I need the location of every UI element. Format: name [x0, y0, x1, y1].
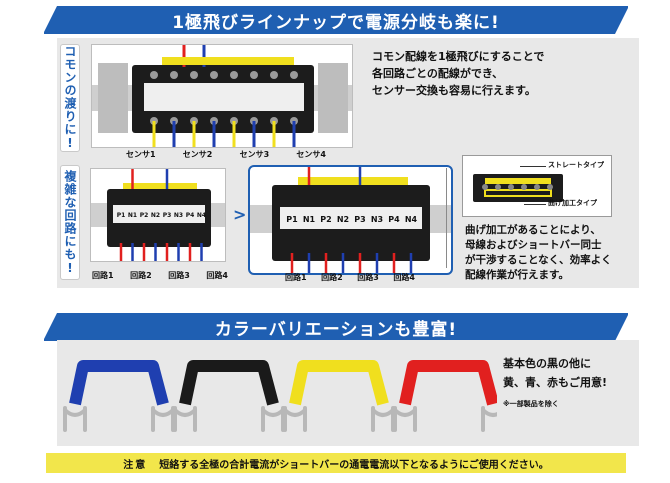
circuit-label: 回路4	[393, 273, 415, 282]
terminal-label: N4	[197, 212, 206, 219]
sensor-label: センサ4	[296, 150, 326, 159]
side-label-common: コモンの渡りに!	[60, 44, 80, 152]
sensor-label: センサ2	[182, 150, 213, 159]
terminal-label: P3	[354, 215, 365, 224]
screw-icon	[547, 184, 553, 190]
terminal-label: P3	[163, 212, 172, 219]
screw-icon	[534, 184, 540, 190]
banner-title: 1極飛びラインナップで電源分岐も楽に!	[172, 12, 500, 33]
callout-bent: 曲げ加工タイプ	[548, 199, 597, 207]
terminal-label: P2	[320, 215, 331, 224]
terminal-label: P4	[186, 212, 195, 219]
screw-icon	[270, 71, 278, 79]
circuit-labels-small: 回路1 回路2 回路3 回路4	[92, 270, 228, 281]
screw-icon	[495, 184, 501, 190]
terminal-block-photo-common	[91, 44, 353, 148]
terminal-label: N3	[371, 215, 383, 224]
terminal-label: N1	[303, 215, 316, 224]
circuit-label: 回路2	[130, 271, 152, 280]
terminal-label: N2	[337, 215, 349, 224]
section-banner-lineup: 1極飛びラインナップで電源分岐も楽に!	[43, 6, 629, 34]
circuit-label: 回路2	[321, 273, 343, 282]
sensor-label: センサ1	[126, 150, 156, 159]
screw-icon	[482, 184, 488, 190]
common-wiring-description: コモン配線を1極飛びにすることで 各回路ごとの配線ができ、 センサー交換も容易に…	[372, 50, 545, 97]
sensor-label: センサ3	[239, 150, 270, 159]
banner-title: カラーバリエーションも豊富!	[214, 319, 458, 340]
caution-text: 短絡する全極の合計電流がショートバーの通電電流以下となるようにご使用ください。	[159, 459, 549, 471]
screw-icon	[230, 71, 238, 79]
circuit-label: 回路3	[168, 271, 190, 280]
circuit-label: 回路1	[92, 271, 114, 280]
screw-icon	[170, 71, 178, 79]
terminal-label: N3	[174, 212, 183, 219]
side-label-complex: 複雑な回路にも!	[60, 165, 80, 280]
circuit-label: 回路3	[357, 273, 379, 282]
screw-icon	[210, 71, 218, 79]
caution-label: 注意	[123, 459, 148, 471]
terminal-label: P1	[286, 215, 298, 224]
terminal-label: N4	[405, 215, 418, 224]
terminal-label: P1	[117, 212, 126, 219]
circuit-label: 回路1	[285, 273, 307, 282]
sensor-labels: センサ1 センサ2 センサ3 センサ4	[126, 149, 326, 160]
bent-type-description: 曲げ加工があることにより、 母線およびショートバー同士 が干渉することなく、効率…	[465, 224, 612, 281]
shortbar-red	[393, 360, 497, 432]
screw-icon	[521, 184, 527, 190]
shortbar-yellow	[283, 360, 395, 432]
shortbar-types-photo	[462, 155, 612, 217]
shortbar-black	[173, 360, 285, 432]
callout-straight: ストレートタイプ	[548, 161, 604, 169]
terminal-block-photo-zoom: P1 N1 P2 N2 P3 N3 P4 N4	[248, 165, 453, 275]
screw-icon	[508, 184, 514, 190]
circuit-labels-zoom: 回路1 回路2 回路3 回路4	[285, 272, 415, 283]
terminal-label: P2	[140, 212, 149, 219]
screw-icon	[290, 71, 298, 79]
terminal-label: N2	[151, 212, 160, 219]
screw-icon	[250, 71, 258, 79]
terminal-label: P4	[388, 215, 400, 224]
color-description: 基本色の黒の他に 黄、青、赤もご用意!	[503, 357, 608, 389]
screw-icon	[190, 71, 198, 79]
terminal-label: N1	[128, 212, 137, 219]
section-banner-colors: カラーバリエーションも豊富!	[43, 313, 629, 341]
caution-bar: 注意 短絡する全極の合計電流がショートバーの通電電流以下となるようにご使用くださ…	[46, 453, 626, 473]
zoom-chevron-icon: >	[233, 205, 247, 224]
color-footnote: ※一部製品を除く	[503, 400, 559, 408]
circuit-label: 回路4	[206, 271, 228, 280]
color-panel	[57, 340, 639, 446]
screw-icon	[150, 71, 158, 79]
shortbar-blue	[63, 360, 175, 432]
